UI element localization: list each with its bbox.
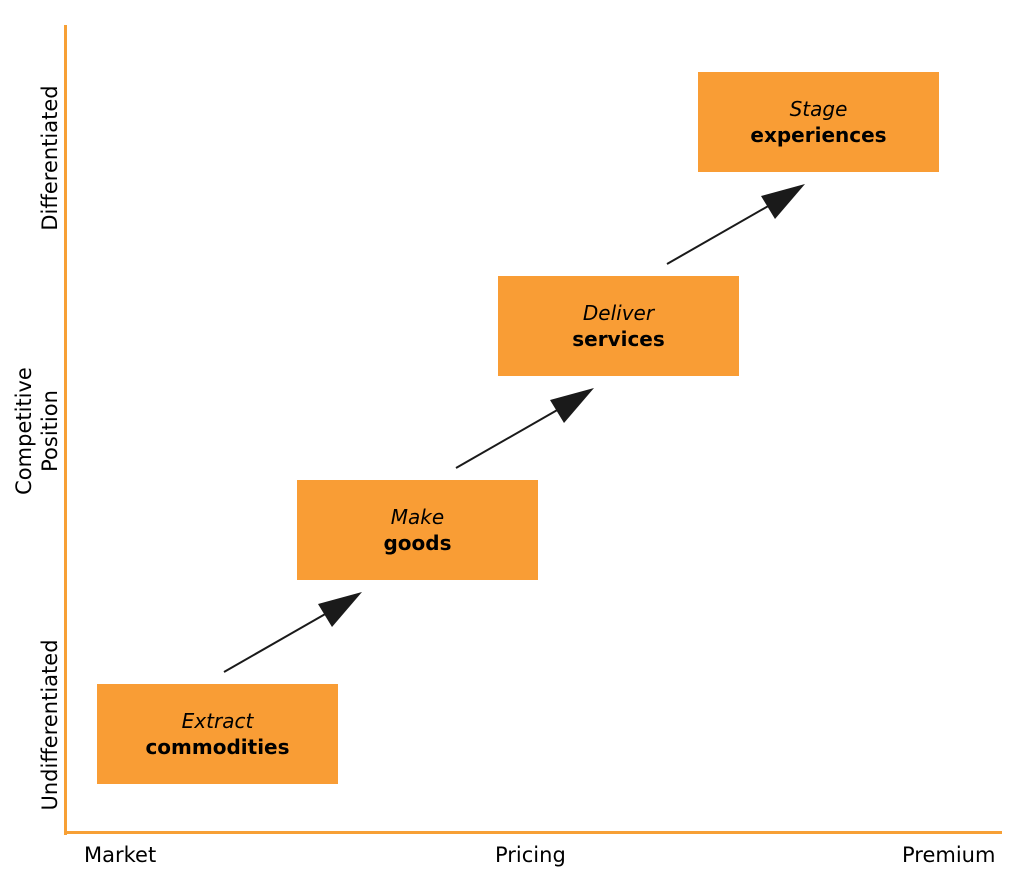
stage-verb: Deliver <box>582 301 655 325</box>
x-axis-label-pricing: Pricing <box>495 843 566 867</box>
x-axis-label-market: Market <box>84 843 157 867</box>
stage-noun: services <box>572 327 665 351</box>
stage-verb: Extract <box>181 709 254 733</box>
stage-noun: experiences <box>750 123 887 147</box>
stage-noun: goods <box>383 531 452 555</box>
stage-verb: Stage <box>789 97 848 121</box>
stage-box-services: Deliver services <box>498 276 739 376</box>
arrow-goods-to-services <box>455 388 594 469</box>
y-axis-line <box>64 25 67 835</box>
arrow-commodities-to-goods <box>223 592 362 673</box>
arrow-services-to-experiences <box>666 184 805 265</box>
y-axis-label-differentiated: Differentiated <box>38 85 62 231</box>
stage-box-goods: Make goods <box>297 480 538 580</box>
x-axis-label-premium: Premium <box>902 843 996 867</box>
x-axis-line <box>64 831 1002 834</box>
y-axis-title: Competitive Position <box>12 367 62 495</box>
stage-noun: commodities <box>145 735 290 759</box>
stage-verb: Make <box>390 505 445 529</box>
stage-box-commodities: Extract commodities <box>97 684 338 784</box>
stage-box-experiences: Stage experiences <box>698 72 939 172</box>
y-axis-label-undifferentiated: Undifferentiated <box>38 639 62 811</box>
